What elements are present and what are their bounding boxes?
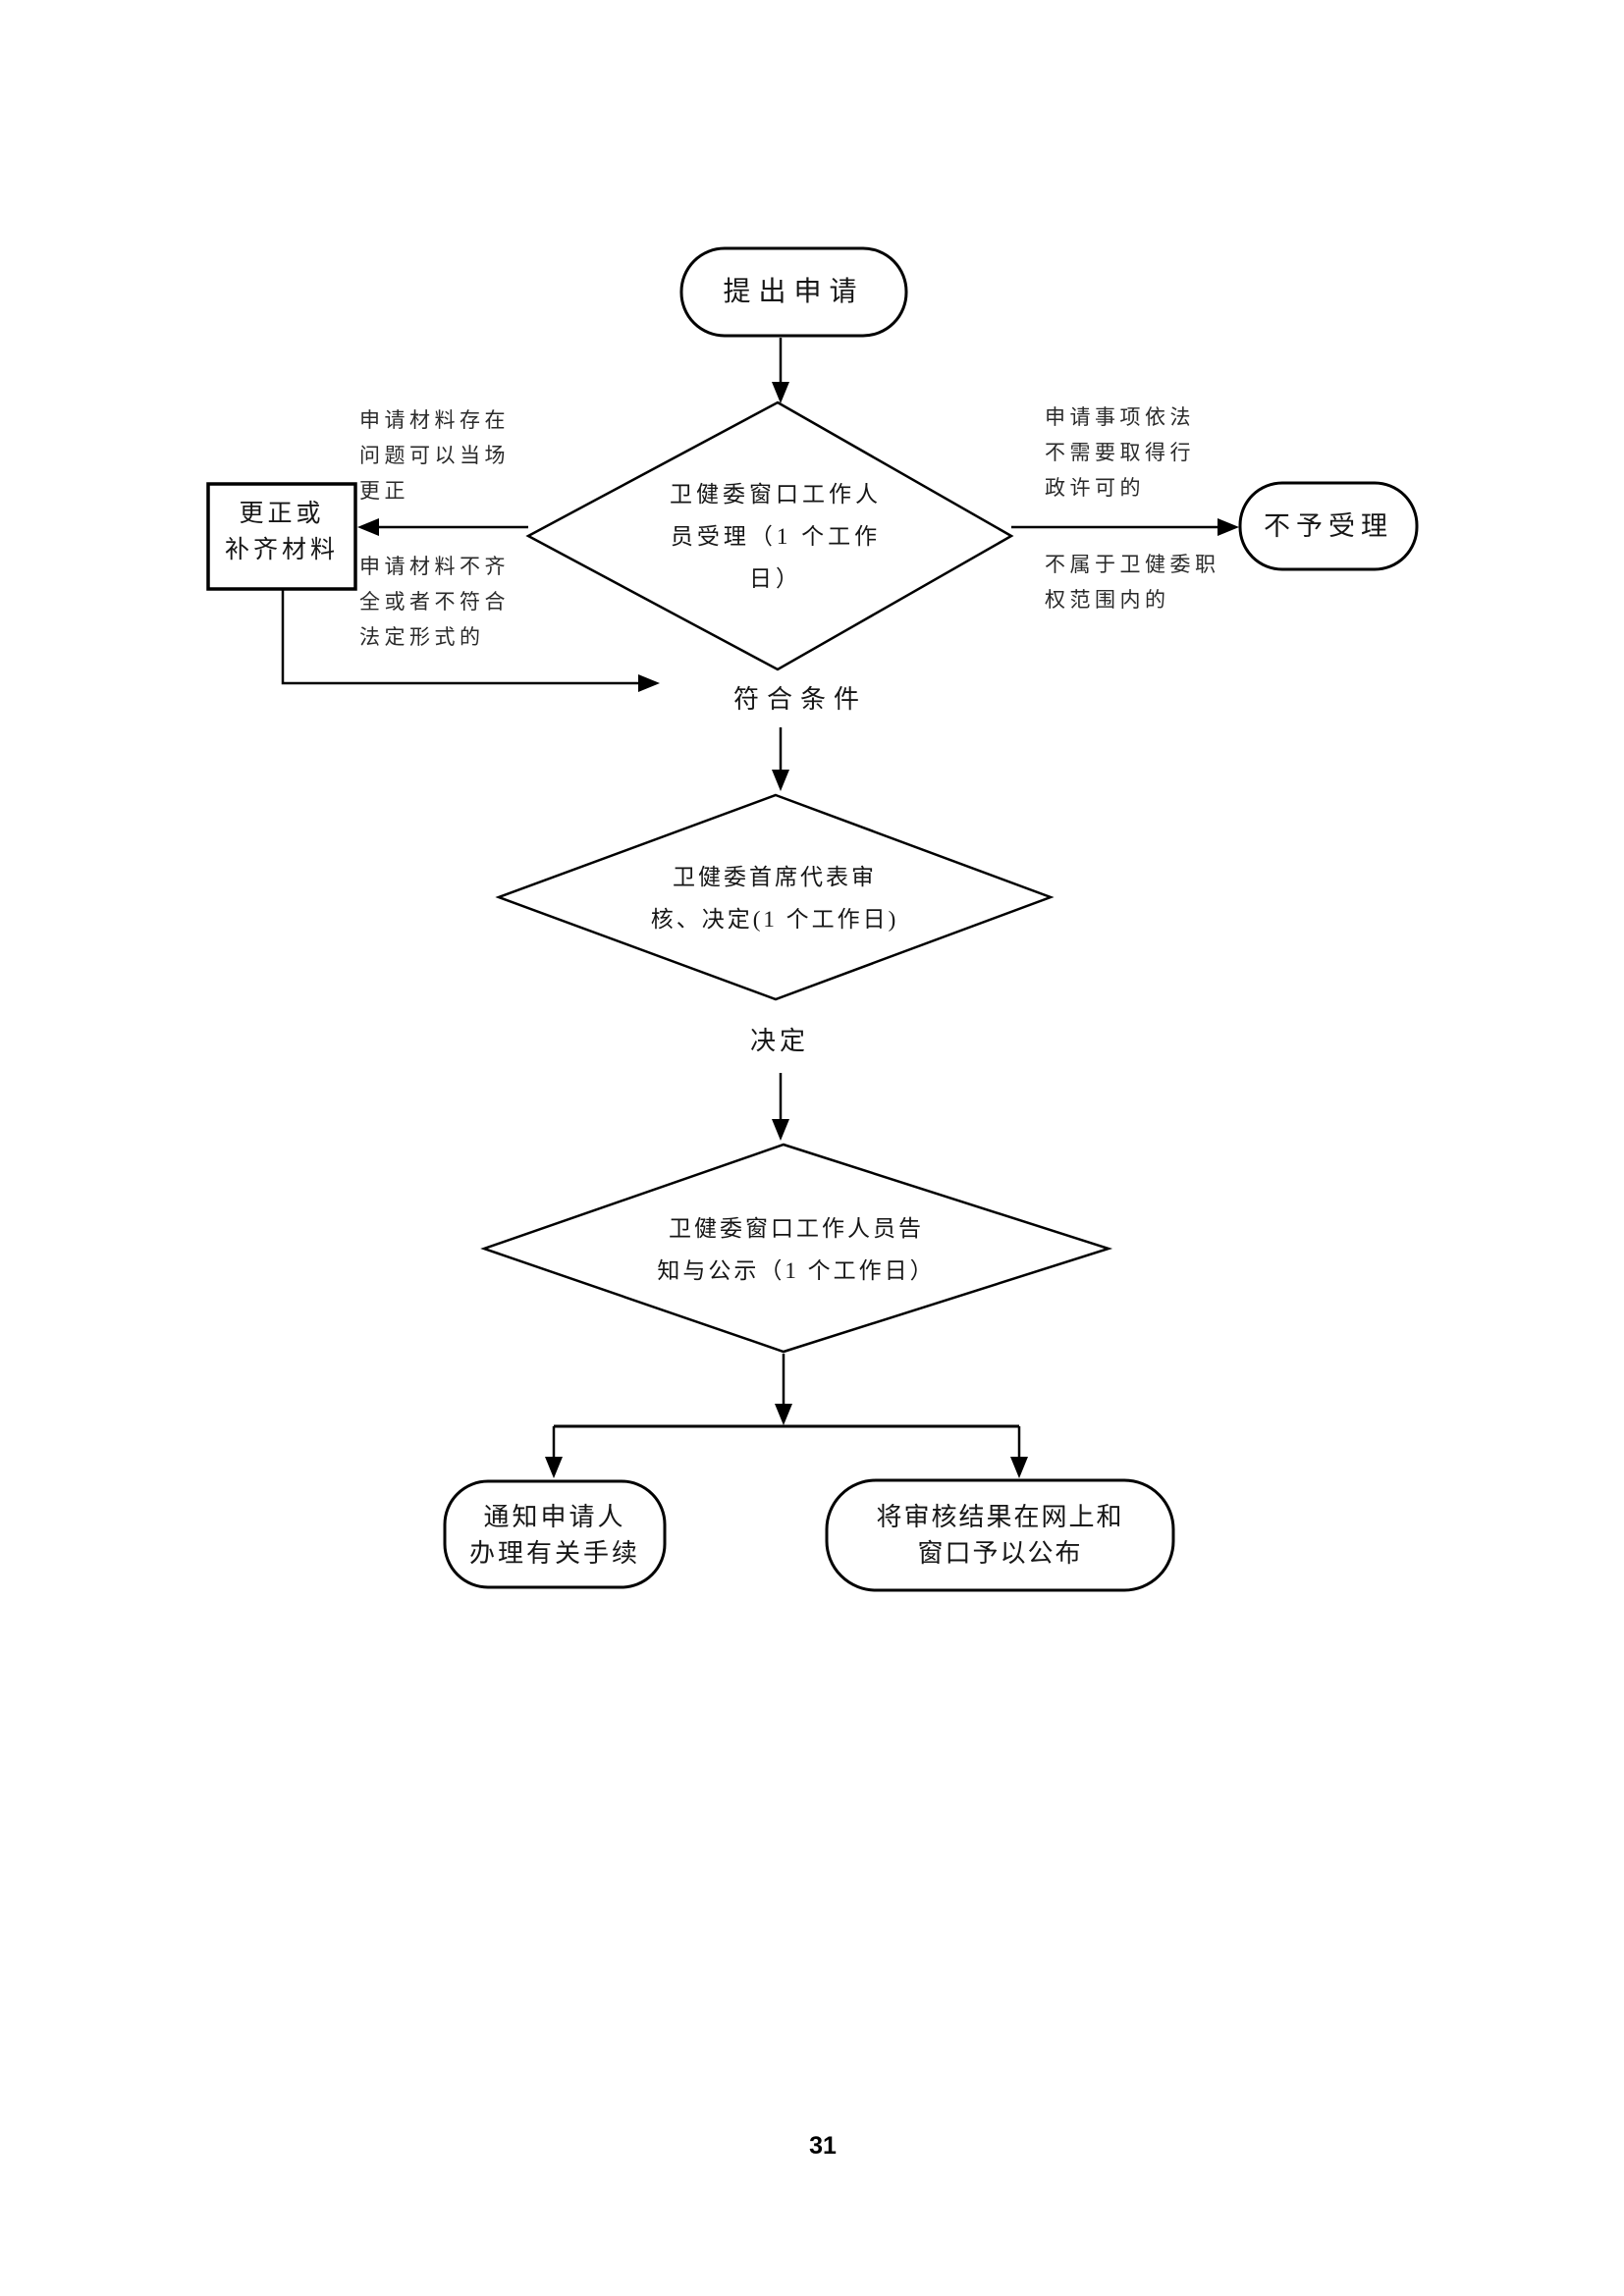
meets-conditions-label: 符合条件 <box>732 685 867 714</box>
annotation-line: 政许可的 <box>1045 476 1145 500</box>
publish-result-line: 将审核结果在网上和 <box>876 1503 1124 1531</box>
annotation-top-left: 申请材料存在 问题可以当场 更正 <box>359 402 516 508</box>
correct-materials-line: 更正或 <box>239 501 325 527</box>
annotation-line: 申请材料不齐 <box>359 555 510 578</box>
arrow-accept-to-correct <box>357 518 528 536</box>
chief-review-diamond-shape <box>495 793 1055 1001</box>
notify-applicant-node-label: 通知申请人 办理有关手续 <box>445 1499 665 1572</box>
accept-review-line: 卫健委窗口工作人 <box>670 482 882 507</box>
reject-node-shape <box>1238 481 1419 571</box>
annotation-line: 全或者不符合 <box>359 590 510 614</box>
connector-correct-back-to-flow <box>281 590 660 692</box>
arrow-accept-to-reject <box>1011 518 1239 536</box>
chief-review-line: 核、决定(1 个工作日) <box>650 907 899 932</box>
arrow-decision-to-notify <box>772 1073 789 1141</box>
chief-review-diamond-label: 卫健委首席代表审 核、决定(1 个工作日) <box>499 856 1051 940</box>
arrow-notify-to-split <box>775 1354 792 1425</box>
annotation-line: 法定形式的 <box>359 625 485 649</box>
correct-materials-box-shape <box>206 482 357 591</box>
correct-materials-box-label: 更正或 补齐材料 <box>208 496 355 568</box>
decision-label: 决定 <box>749 1027 809 1055</box>
annotation-bottom-right: 不属于卫健委职 权范围内的 <box>1045 547 1226 617</box>
annotation-line: 申请材料存在 <box>359 408 510 432</box>
notify-applicant-line: 办理有关手续 <box>468 1539 640 1568</box>
accept-review-diamond-label: 卫健委窗口工作人 员受理（1 个工作 日） <box>533 473 1018 600</box>
notify-applicant-node-shape <box>443 1479 667 1589</box>
page-number: 31 <box>809 2132 837 2160</box>
notify-applicant-line: 通知申请人 <box>483 1503 626 1531</box>
accept-review-line: 日） <box>749 566 802 591</box>
notify-publicity-diamond-shape <box>480 1143 1113 1354</box>
accept-review-line: 员受理（1 个工作 <box>670 524 882 549</box>
annotation-line: 权范围内的 <box>1045 588 1170 612</box>
notify-publicity-diamond-label: 卫健委窗口工作人员告 知与公示（1 个工作日） <box>484 1207 1109 1292</box>
annotation-line: 申请事项依法 <box>1045 405 1195 429</box>
publish-result-node-label: 将审核结果在网上和 窗口予以公布 <box>827 1499 1173 1572</box>
publish-result-line: 窗口予以公布 <box>917 1539 1083 1568</box>
arrow-start-to-accept <box>772 338 789 403</box>
correct-materials-line: 补齐材料 <box>224 537 339 563</box>
start-node-shape <box>679 246 908 338</box>
accept-review-diamond-shape <box>525 400 1014 671</box>
arrow-conditions-to-chief <box>772 727 789 791</box>
annotation-top-right: 申请事项依法 不需要取得行 政许可的 <box>1045 400 1202 506</box>
annotation-bottom-left: 申请材料不齐 全或者不符合 法定形式的 <box>359 549 516 655</box>
annotation-line: 更正 <box>359 479 409 503</box>
annotation-line: 不需要取得行 <box>1045 441 1195 464</box>
chief-review-line: 卫健委首席代表审 <box>673 865 877 889</box>
start-node-label: 提出申请 <box>723 277 865 307</box>
split-connector <box>545 1424 1028 1478</box>
publish-result-node-shape <box>825 1478 1175 1592</box>
annotation-line: 问题可以当场 <box>359 444 510 467</box>
annotation-line: 不属于卫健委职 <box>1045 553 1220 576</box>
notify-publicity-line: 卫健委窗口工作人员告 <box>669 1216 924 1241</box>
reject-node-label: 不予受理 <box>1264 511 1393 541</box>
notify-publicity-line: 知与公示（1 个工作日） <box>657 1258 936 1283</box>
